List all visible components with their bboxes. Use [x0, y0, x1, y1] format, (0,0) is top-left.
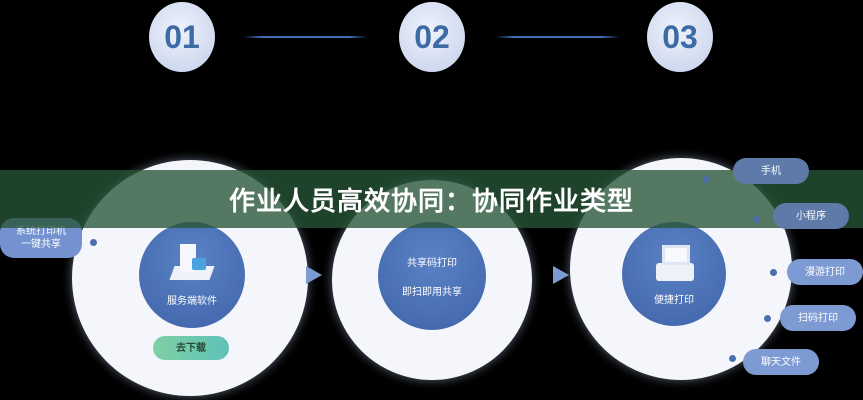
step-02: 02 [399, 2, 465, 72]
pill-line: 系统打印机 [16, 226, 66, 237]
pill-phone: 手机 [733, 158, 809, 184]
arrow-right-icon [306, 266, 322, 284]
pill-roaming-print: 漫游打印 [787, 259, 863, 285]
server-icon [168, 243, 216, 284]
banner-title: 作业人员高效协同：协同作业类型 [228, 186, 634, 217]
download-button[interactable]: 去下载 [153, 336, 229, 360]
connector-line [495, 36, 620, 38]
share-code-label: 共享码打印 [407, 258, 457, 269]
share-code-disc: 共享码打印 即扫即用共享 [378, 222, 486, 330]
printer-icon [650, 243, 698, 283]
dot [753, 216, 760, 223]
pill-scan-print: 扫码打印 [780, 305, 856, 331]
quick-print-disc: 便捷打印 [622, 222, 726, 326]
title-banner: 作业人员高效协同：协同作业类型 [0, 170, 863, 228]
quick-print-label: 便捷打印 [654, 294, 694, 306]
dot [729, 355, 736, 362]
pill-line: 一键共享 [21, 239, 61, 250]
arrow-right-icon [553, 266, 569, 284]
step-03: 03 [647, 2, 713, 72]
dot [764, 315, 771, 322]
pill-chat-files: 聊天文件 [743, 349, 819, 375]
dot [770, 269, 777, 276]
server-label: 服务端软件 [167, 295, 217, 307]
share-code-sub: 即扫即用共享 [402, 287, 462, 298]
pill-mini-program: 小程序 [773, 203, 849, 229]
dot [90, 239, 97, 246]
connector-line [243, 36, 368, 38]
step-01: 01 [149, 2, 215, 72]
server-disc: 服务端软件 [139, 222, 245, 328]
dot [703, 176, 710, 183]
